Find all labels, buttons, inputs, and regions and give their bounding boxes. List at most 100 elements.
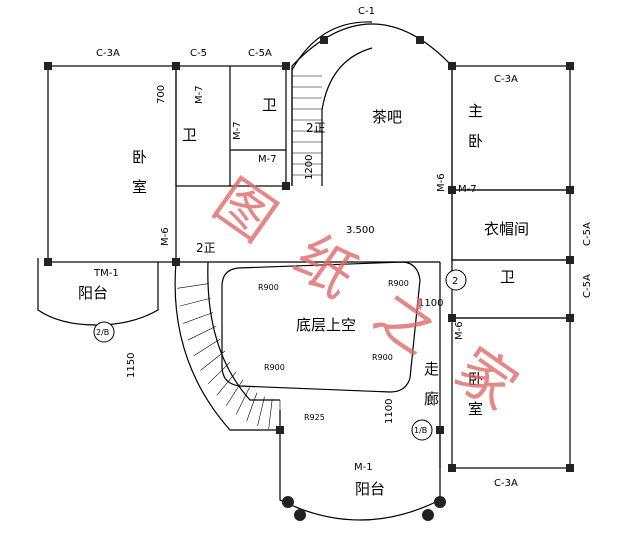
opening-codes: C-1 C-3A C-5 C-5A C-3A M-7 M-7 M-7 M-7 M… (93, 6, 593, 489)
stair-tread (187, 325, 217, 341)
radius-5: R925 (304, 413, 325, 422)
columns (44, 36, 574, 521)
column (282, 182, 290, 190)
dim-1150: 1150 (126, 353, 137, 378)
code-c1: C-1 (358, 6, 375, 17)
dim-1100-b: 1100 (418, 298, 443, 309)
axis-markers: 2/B 1/B 2 (93, 269, 467, 441)
stair-tread (183, 312, 214, 324)
code-c5: C-5 (190, 48, 207, 59)
column (172, 258, 180, 266)
walls (37, 21, 571, 521)
balcony-post (294, 509, 306, 521)
column (44, 258, 52, 266)
stair-tread (208, 361, 231, 384)
column (566, 256, 574, 264)
column (276, 426, 284, 434)
column (448, 464, 456, 472)
axis-2b: 2/B (96, 328, 109, 337)
column (448, 186, 456, 194)
column (172, 62, 180, 70)
code-c5a-right-2: C-5A (582, 274, 593, 298)
axis-2: 2 (452, 276, 458, 287)
stair-upper-outer (291, 21, 373, 186)
room-tea-bar: 茶吧 (372, 108, 402, 126)
code-m7-b: M-7 (232, 121, 243, 140)
stair-tread (177, 283, 209, 289)
stair-upper-inner (321, 47, 373, 186)
stair-tread (235, 387, 250, 415)
code-m6-b: M-6 (436, 173, 447, 192)
watermark-text: 图纸之家 (202, 166, 562, 447)
stair-tread (216, 371, 237, 396)
room-void: 底层上空 (296, 316, 356, 334)
column (566, 314, 574, 322)
room-bath-top: 卫 (262, 96, 277, 114)
balcony-post (422, 509, 434, 521)
column (566, 186, 574, 194)
void-outline (221, 261, 421, 393)
code-c5a-top: C-5A (248, 48, 272, 59)
column (448, 62, 456, 70)
code-m6-a: M-6 (160, 227, 171, 246)
radius-1: R900 (258, 283, 279, 292)
dim-1100-a: 1100 (384, 399, 395, 424)
room-bedroom-left-1: 卧 (132, 148, 147, 166)
code-c3a-bottom: C-3A (494, 478, 518, 489)
room-bath-left: 卫 (182, 126, 197, 144)
code-m7-d: M-7 (458, 184, 477, 195)
stair-tread (200, 350, 226, 371)
column (566, 464, 574, 472)
room-bedroom-left-2: 室 (132, 178, 147, 196)
axis-1b: 1/B (414, 426, 427, 435)
room-bedroom-right-2: 室 (468, 400, 483, 418)
stair-tread (193, 338, 221, 357)
column (282, 62, 290, 70)
room-bath-right: 卫 (500, 268, 515, 286)
room-bedroom-right-1: 卧 (468, 370, 483, 388)
code-tm1: TM-1 (93, 268, 119, 279)
elevation-label: 3.500 (346, 225, 375, 236)
radius-3: R900 (372, 353, 393, 362)
code-m7-a: M-7 (194, 85, 205, 104)
code-m1: M-1 (354, 462, 373, 473)
code-c3a-top-right: C-3A (494, 74, 518, 85)
stair-tread (257, 396, 265, 427)
stair-tread (268, 399, 273, 430)
right-bedroom-wall (451, 317, 571, 469)
left-bath-wall (175, 65, 287, 187)
column (416, 36, 424, 44)
balcony-post (434, 496, 446, 508)
room-balcony-left: 阳台 (78, 284, 108, 302)
radius-4: R900 (264, 363, 285, 372)
code-c5a-right-1: C-5A (582, 222, 593, 246)
room-cloakroom: 衣帽间 (484, 220, 529, 238)
code-m7-c: M-7 (258, 154, 277, 165)
room-corridor-2: 廊 (424, 390, 439, 408)
room-master-1: 主 (468, 102, 483, 120)
room-corridor-1: 走 (424, 360, 439, 378)
stair-label-left: 2正 (196, 241, 216, 255)
code-c3a-top-left: C-3A (96, 48, 120, 59)
stair-label-top: 2正 (306, 121, 326, 135)
column (44, 62, 52, 70)
room-balcony-bottom: 阳台 (355, 480, 385, 498)
dim-700: 700 (156, 85, 167, 104)
code-m6-c: M-6 (454, 321, 465, 340)
dimension-labels: 700 1200 1150 1100 1100 3.500 R900 R900 … (126, 85, 443, 424)
room-master-2: 卧 (468, 132, 483, 150)
tea-bar-arc (291, 23, 453, 67)
dim-1200: 1200 (304, 155, 315, 180)
column (566, 62, 574, 70)
balcony-post (282, 496, 294, 508)
stair-tread (246, 392, 258, 422)
room-labels: 卧 室 卫 卫 茶吧 主 卧 衣帽间 卫 底层上空 走 廊 卧 室 阳台 阳台 (78, 96, 529, 498)
radius-2: R900 (388, 279, 409, 288)
stair-treads (177, 75, 322, 430)
watermark: 图纸之家 (202, 166, 562, 447)
column (448, 314, 456, 322)
stair-tread (225, 379, 244, 406)
column (320, 36, 328, 44)
column (436, 426, 444, 434)
